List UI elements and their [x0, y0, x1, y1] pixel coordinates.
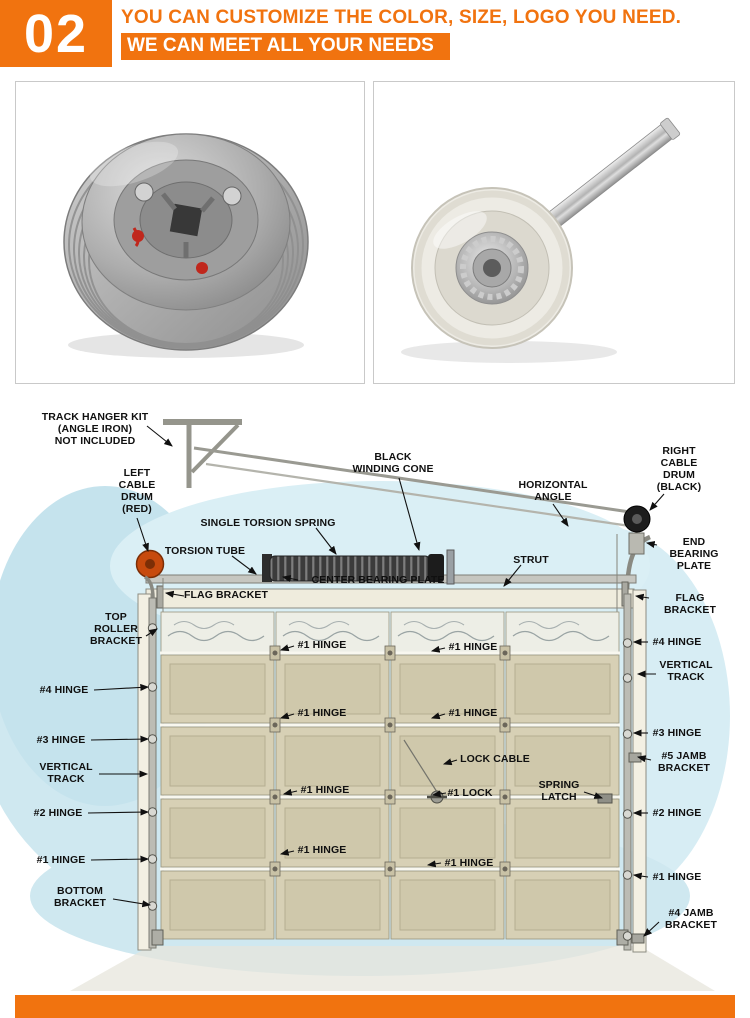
section-header: 02 YOU CAN CUSTOMIZE THE COLOR, SIZE, LO…	[0, 0, 750, 67]
product-photo-cable-drum	[15, 81, 365, 384]
diagram-label-hinge-1-mid-c: #1 HINGE	[297, 707, 347, 719]
center-bearing-plate-graphic	[446, 549, 455, 585]
diagram-label-hinge-1-mid-b: #1 HINGE	[448, 641, 498, 653]
cable-drum-illustration	[63, 133, 309, 358]
section-number: 02	[23, 3, 89, 64]
door-panels	[160, 611, 620, 940]
header-text: YOU CAN CUSTOMIZE THE COLOR, SIZE, LOGO …	[112, 0, 681, 60]
diagram-label-horizontal-angle: HORIZONTAL ANGLE	[518, 479, 588, 503]
garage-door-diagram: TRACK HANGER KIT (ANGLE IRON) NOT INCLUD…	[0, 396, 750, 991]
diagram-label-torsion-tube: TORSION TUBE	[164, 545, 246, 557]
lock-cable-graphic	[403, 739, 438, 793]
diagram-label-hinge-4-right: #4 HINGE	[652, 636, 702, 648]
end-bearing-plate-graphic	[628, 532, 645, 555]
headline-primary: YOU CAN CUSTOMIZE THE COLOR, SIZE, LOGO …	[121, 7, 682, 28]
diagram-label-bottom-bracket: BOTTOM BRACKET	[53, 885, 107, 909]
track-curve-left	[143, 575, 155, 599]
diagram-drawing	[0, 419, 730, 991]
track-rollers	[147, 623, 633, 941]
diagram-label-hinge-3-left: #3 HINGE	[36, 734, 86, 746]
diagram-label-jamb-bracket-4: #4 JAMB BRACKET	[664, 907, 718, 931]
diagram-label-track-hanger-note: TRACK HANGER KIT (ANGLE IRON) NOT INCLUD…	[41, 411, 149, 447]
jamb-right	[632, 589, 647, 953]
diagram-label-jamb-bracket-5: #5 JAMB BRACKET	[657, 750, 711, 774]
section-number-badge: 02	[0, 0, 112, 67]
diagram-label-top-roller-bracket: TOP ROLLER BRACKET	[89, 611, 143, 647]
diagram-label-hinge-1-mid-f: #1 HINGE	[297, 844, 347, 856]
floor	[70, 946, 715, 991]
diagram-label-black-winding-cone: BLACK WINDING CONE	[352, 451, 434, 475]
diagram-label-hinge-2-left: #2 HINGE	[33, 807, 83, 819]
jamb-bracket-4-graphic	[631, 933, 645, 944]
diagram-label-hinge-1-mid-d: #1 HINGE	[448, 707, 498, 719]
track-hanger-graphic	[163, 419, 242, 488]
diagram-label-single-torsion-spring: SINGLE TORSION SPRING	[200, 517, 336, 529]
diagram-label-hinge-1-mid-a: #1 HINGE	[297, 639, 347, 651]
diagram-label-flag-bracket-left: FLAG BRACKET	[183, 589, 269, 601]
diagram-label-hinge-3-right: #3 HINGE	[652, 727, 702, 739]
diagram-label-hinge-2-right: #2 HINGE	[652, 807, 702, 819]
diagram-label-strut: STRUT	[513, 554, 549, 566]
diagram-label-spring-latch: SPRING LATCH	[538, 779, 580, 803]
diagram-label-hinge-4-left: #4 HINGE	[39, 684, 89, 696]
vertical-track-right-graphic	[623, 593, 632, 951]
spring-cone-left	[262, 554, 272, 582]
diagram-label-left-cable-drum: LEFT CABLE DRUM (RED)	[118, 467, 156, 515]
winding-cone-graphic	[428, 554, 444, 582]
diagram-label-lock-1: #1 LOCK	[447, 787, 493, 799]
headline-secondary: WE CAN MEET ALL YOUR NEEDS	[121, 33, 450, 60]
diagram-label-vertical-track-right: VERTICAL TRACK	[659, 659, 713, 683]
diagram-label-vertical-track-left: VERTICAL TRACK	[39, 761, 93, 785]
diagram-label-flag-bracket-right: FLAG BRACKET	[663, 592, 717, 616]
bearing-balls	[460, 236, 524, 300]
diagram-label-layer: TRACK HANGER KIT (ANGLE IRON) NOT INCLUD…	[0, 396, 750, 991]
label-arrows	[87, 425, 665, 937]
bottom-accent-bar	[15, 995, 735, 1018]
bottom-bracket-left-graphic	[151, 929, 164, 946]
horizontal-angle-graphic	[193, 446, 631, 528]
red-paint-mark	[196, 262, 208, 274]
vertical-track-left-graphic	[148, 597, 157, 949]
diagram-label-lock-cable: LOCK CABLE	[460, 753, 530, 765]
product-photos	[15, 81, 735, 384]
product-photo-roller	[373, 81, 735, 384]
roller-illustration	[401, 117, 681, 363]
diagram-label-right-cable-drum: RIGHT CABLE DRUM (BLACK)	[656, 445, 702, 493]
diagram-label-center-bearing-plate: CENTER BEARING PLATE	[311, 574, 445, 586]
diagram-label-end-bearing-plate: END BEARING PLATE	[669, 536, 719, 572]
diagram-label-hinge-1-left: #1 HINGE	[36, 854, 86, 866]
diagram-label-hinge-1-mid-e: #1 HINGE	[300, 784, 350, 796]
diagram-label-hinge-1-mid-g: #1 HINGE	[444, 857, 494, 869]
diagram-label-hinge-1-right: #1 HINGE	[652, 871, 702, 883]
